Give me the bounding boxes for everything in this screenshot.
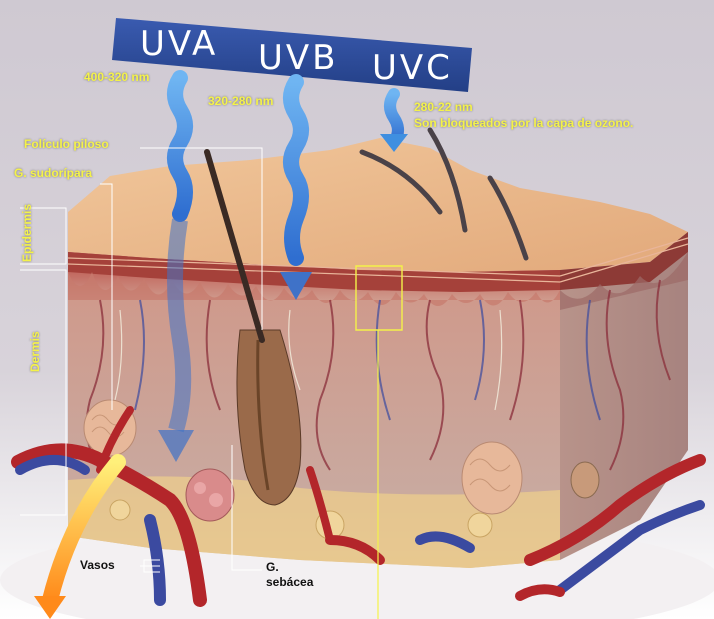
uvb-title: UVB — [258, 38, 338, 78]
sebaceous-label-line2: sebácea — [266, 575, 313, 589]
dermis-label: Dermis — [28, 331, 42, 372]
uvc-ozone-note: Son bloqueados por la capa de ozono. — [414, 116, 633, 130]
sweat-gland-right — [462, 442, 522, 514]
hair-follicle-label: Folículo piloso — [24, 137, 109, 151]
uva-title: UVA — [140, 24, 218, 64]
epidermis-label: Epidermis — [20, 204, 34, 262]
fat-lobule — [186, 469, 234, 521]
sweat-gland-label: G. sudorípara — [14, 166, 92, 180]
vessels-label: Vasos — [80, 558, 115, 572]
uvc-title: UVC — [372, 48, 453, 88]
uvc-range-label: 280-22 nm — [414, 100, 473, 114]
sebaceous-label-line1: G. — [266, 560, 279, 574]
uva-range-label: 400-320 nm — [84, 70, 149, 84]
uvb-range-label: 320-280 nm — [208, 94, 273, 108]
